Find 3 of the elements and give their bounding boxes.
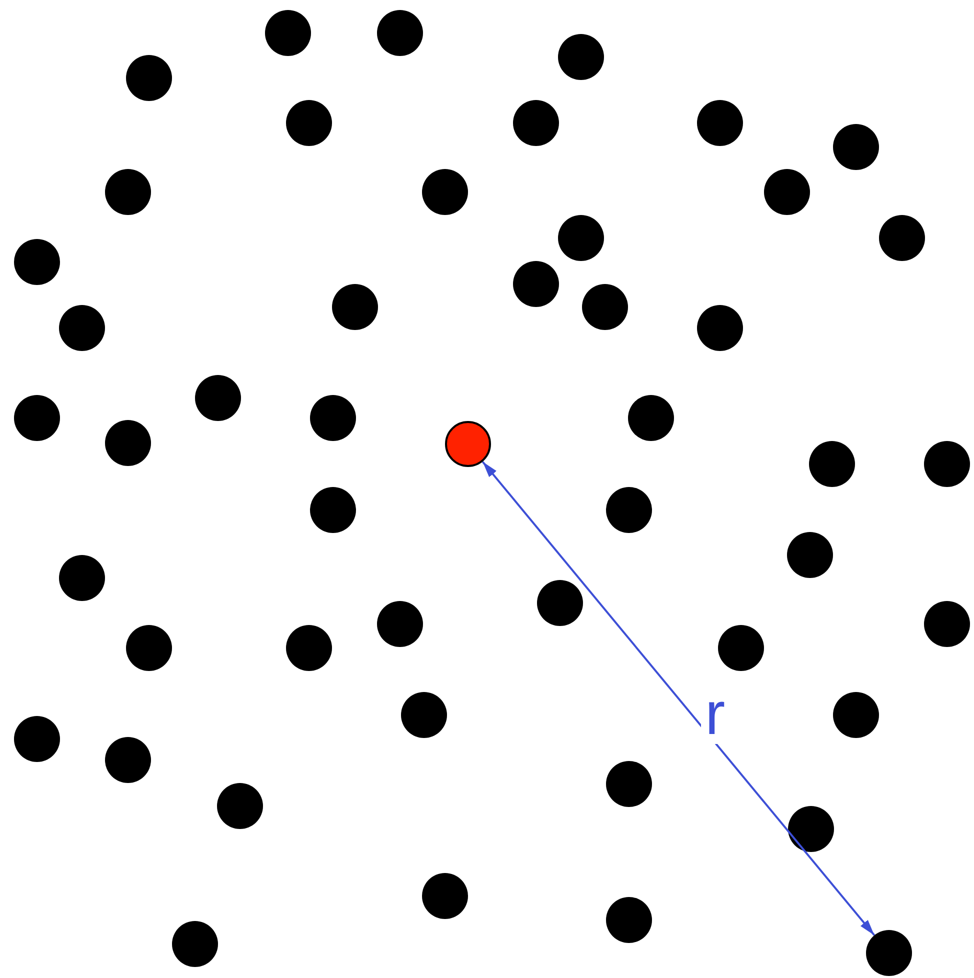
highlighted-dot [445, 421, 491, 467]
dot [866, 930, 912, 976]
arrow [482, 461, 876, 936]
